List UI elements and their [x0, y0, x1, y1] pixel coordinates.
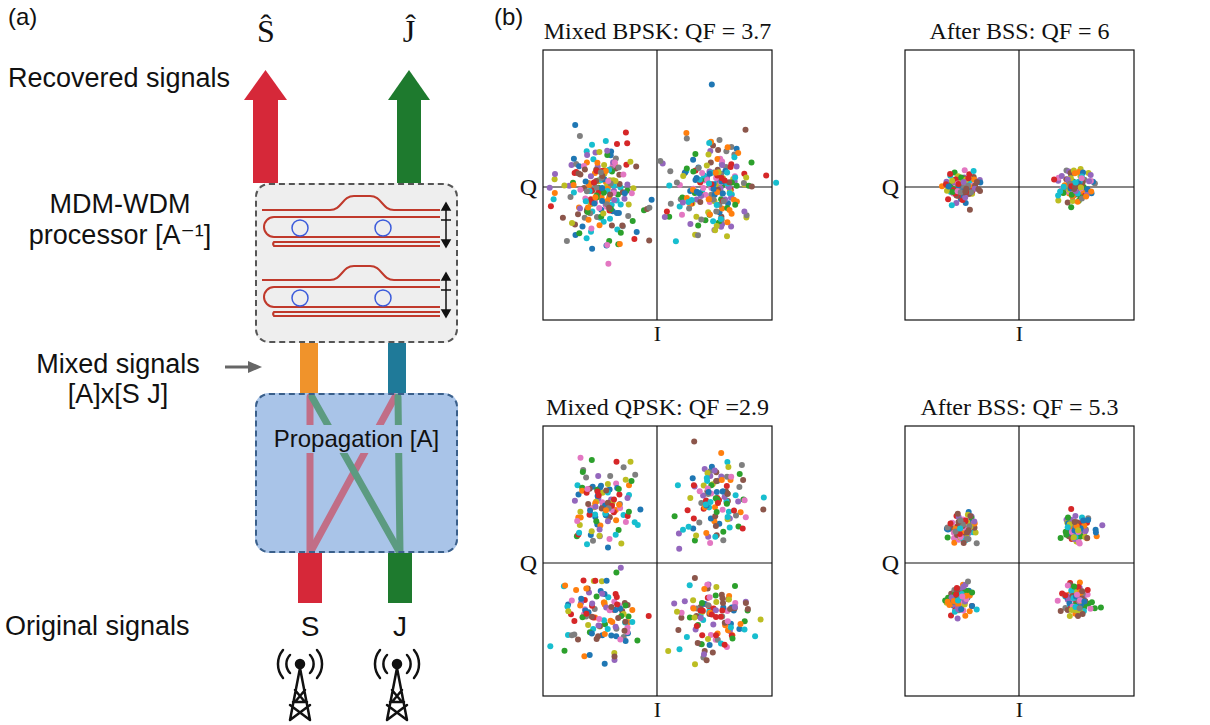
- spacing-arrows: [441, 203, 451, 317]
- signal-name: Ŝ: [257, 14, 275, 49]
- plot-frames: [543, 50, 1134, 696]
- signal-name: J: [393, 612, 407, 643]
- plot-title: Mixed BPSK: QF = 3.7: [544, 18, 772, 44]
- ring-resonators: [292, 220, 391, 306]
- signal-name: S: [301, 612, 320, 643]
- node-label: Propagation [A]: [270, 425, 443, 453]
- panel-label: (b): [494, 4, 523, 30]
- section-label: Mixed signals [A]x[S J]: [18, 350, 218, 409]
- panel-label: (a): [8, 4, 37, 30]
- plot-title: After BSS: QF = 5.3: [920, 394, 1118, 420]
- antenna-tower: [278, 650, 419, 720]
- recovered-arrow: [253, 98, 278, 183]
- recovered-arrow: [397, 98, 421, 183]
- propagation-box: Propagation [A]: [255, 393, 458, 553]
- recovered-arrow-head: [388, 70, 430, 100]
- signal-name: Ĵ: [403, 14, 415, 49]
- axis-label: I: [1016, 698, 1023, 722]
- axis-label: Q: [520, 550, 537, 576]
- plot-title: After BSS: QF = 6: [929, 18, 1109, 44]
- axis-label: I: [654, 322, 661, 346]
- signal-link: [388, 343, 406, 393]
- section-label: Original signals: [5, 612, 190, 642]
- section-label: Recovered signals: [8, 64, 230, 94]
- axis-label: I: [1016, 322, 1023, 346]
- processor-fill: [255, 183, 458, 343]
- propagation-fill: [255, 393, 458, 553]
- axis-label: Q: [520, 174, 537, 200]
- axis-label: Q: [882, 174, 899, 200]
- node-heading: MDM-WDM processor [A⁻¹]: [20, 189, 220, 251]
- recovered-arrow-head: [244, 70, 287, 100]
- signal-link: [300, 343, 318, 393]
- propagation-paths: [310, 397, 400, 553]
- constellation-points: [547, 81, 1106, 667]
- signal-bar: [298, 553, 322, 603]
- plot-title: Mixed QPSK: QF =2.9: [546, 394, 769, 420]
- signal-bar: [388, 553, 412, 603]
- axis-label: Q: [882, 550, 899, 576]
- processor-box: MDM-WDM processor [A⁻¹]: [255, 183, 458, 343]
- axis-label: I: [654, 698, 661, 722]
- pointer-arrow: [225, 366, 250, 369]
- pointer-arrow-head: [248, 361, 262, 373]
- waveguides: [262, 196, 440, 316]
